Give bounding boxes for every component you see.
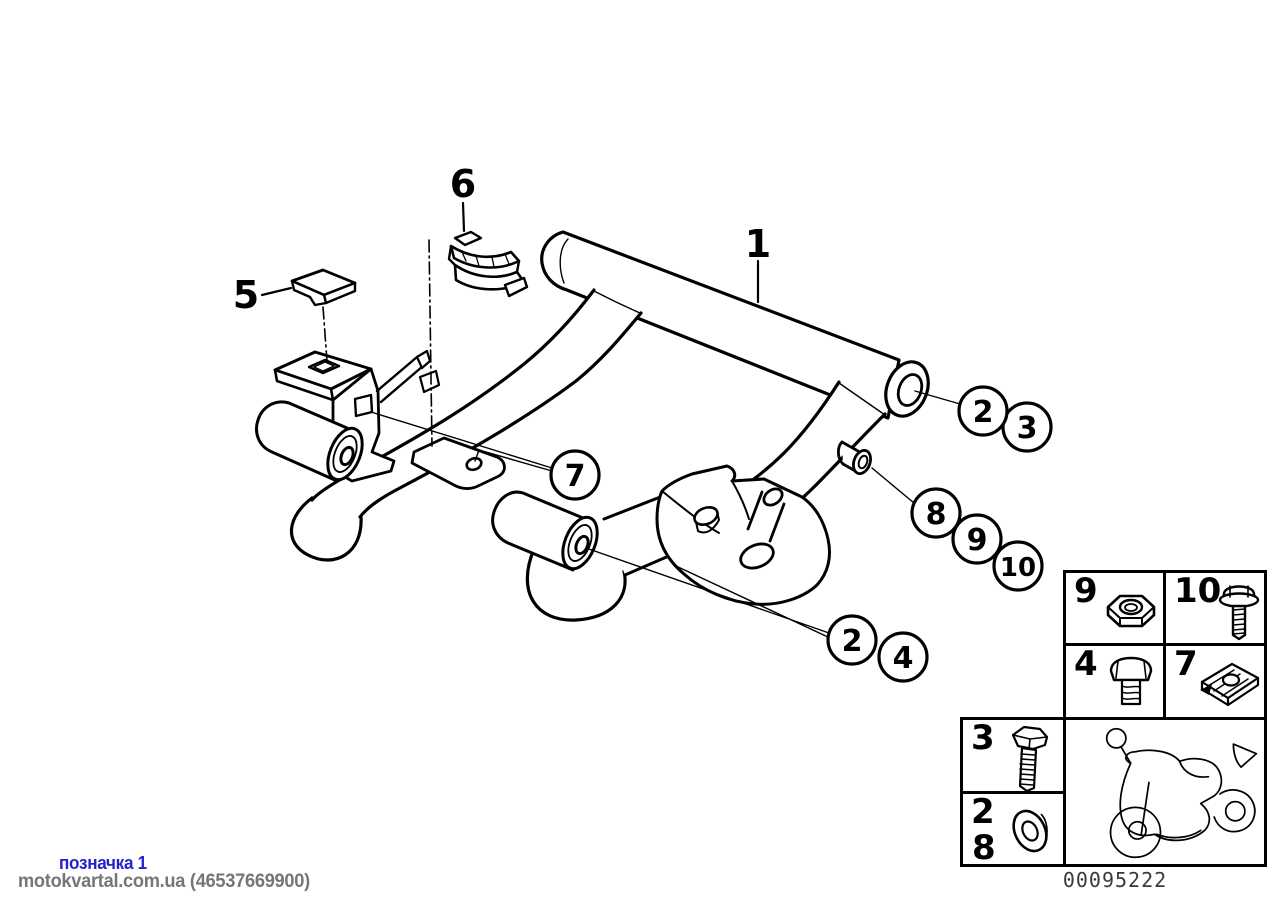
part-label-5[interactable]: 5 <box>233 273 259 317</box>
legend-cell-7: 7 <box>1163 643 1267 720</box>
rubber-roller-left <box>255 400 364 483</box>
legend-cell-9: 9 <box>1063 570 1166 646</box>
frame-loop-left <box>290 496 363 562</box>
main-tube-part <box>540 230 901 420</box>
washer-icon <box>1012 809 1048 853</box>
legend-number-7: 7 <box>1174 644 1198 684</box>
clip-nut-icon <box>1200 662 1260 707</box>
clamp-bracket-part <box>273 349 441 483</box>
frame-loop-lower <box>525 547 627 622</box>
callout-number-10: 10 <box>1000 553 1036 583</box>
legend-cell-3: 3 <box>960 717 1066 794</box>
legend-number-3: 3 <box>971 718 995 758</box>
spacer-sleeve-part <box>836 440 872 476</box>
mount-casting-part <box>655 464 832 606</box>
callout-circle-8[interactable] <box>910 487 962 539</box>
legend-cell-2-8: 2 8 <box>960 791 1066 867</box>
drawing-number: 00095222 <box>1062 868 1168 892</box>
callout-circle-2b[interactable] <box>826 614 878 666</box>
callout-number-2b: 2 <box>842 624 863 659</box>
hex-bolt-icon <box>1011 725 1049 793</box>
callout-circle-7[interactable] <box>549 449 601 501</box>
legend-cell-4: 4 <box>1063 643 1166 720</box>
callout-number-2a: 2 <box>973 395 994 430</box>
callout-number-9: 9 <box>967 523 988 558</box>
legend-number-8: 8 <box>972 828 996 868</box>
callout-number-4: 4 <box>893 641 914 676</box>
legend-number-10: 10 <box>1174 571 1222 611</box>
label-leader-lines <box>260 201 760 304</box>
hex-nut-icon <box>1106 594 1156 628</box>
cover-cap-part <box>290 268 357 307</box>
callout-circle-9[interactable] <box>951 513 1003 565</box>
callout-circle-3[interactable] <box>1001 401 1053 453</box>
spring-clip-part <box>447 230 529 298</box>
callout-circle-4[interactable] <box>877 631 929 683</box>
callout-circle-2a[interactable] <box>957 385 1009 437</box>
callout-circle-10[interactable] <box>992 540 1044 592</box>
legend-number-2: 2 <box>971 792 995 832</box>
legend-number-4: 4 <box>1074 644 1098 684</box>
hex-screw-icon <box>1109 656 1153 706</box>
flange-bolt-icon <box>1218 585 1260 641</box>
callout-number-3: 3 <box>1017 411 1038 446</box>
part-label-6[interactable]: 6 <box>450 162 476 206</box>
callout-leader-lines <box>370 390 961 639</box>
assembly-axis-lines <box>322 239 433 447</box>
callout-number-8: 8 <box>926 497 947 532</box>
part-label-1[interactable]: 1 <box>745 222 771 266</box>
rubber-roller-lower <box>491 490 599 572</box>
legend-number-9: 9 <box>1074 571 1098 611</box>
legend-cell-10: 10 <box>1163 570 1267 646</box>
watermark-text: motokvartal.com.ua (46537669900) <box>18 871 310 892</box>
callout-number-7: 7 <box>565 459 586 494</box>
motorcycle-icon <box>1105 727 1258 859</box>
tube-open-end <box>884 360 930 418</box>
mounting-strap-part <box>410 436 506 490</box>
marker-link[interactable]: позначка 1 <box>59 853 147 873</box>
legend-cell-motorcycle <box>1063 717 1267 867</box>
